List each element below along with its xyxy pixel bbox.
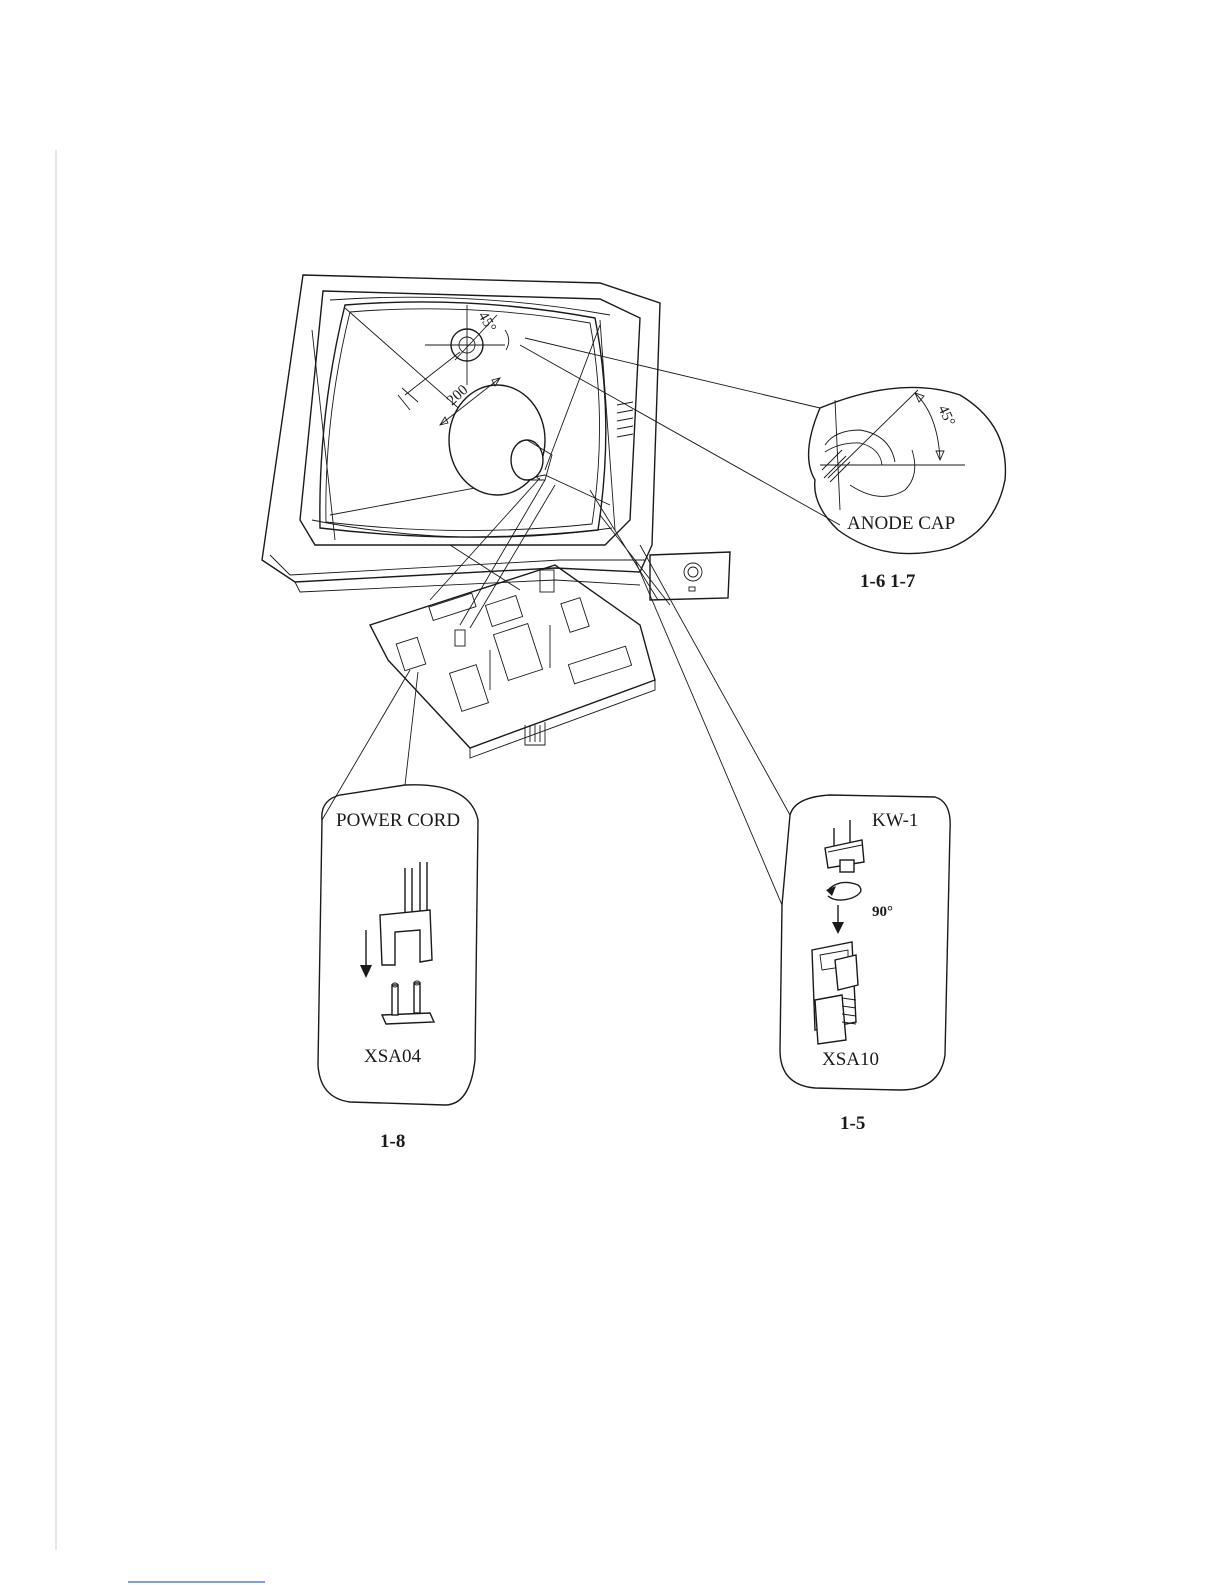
rotate-angle-label: 90°	[872, 904, 893, 920]
power-cord-callout: POWER CORD XSA04	[318, 670, 478, 1105]
xsa04-socket-icon	[382, 981, 434, 1024]
crt-neck	[511, 440, 543, 480]
tv-bottom-lip	[270, 555, 645, 575]
xsa04-label: XSA04	[364, 1046, 422, 1067]
power-plug-icon	[380, 862, 432, 965]
chassis-board	[370, 478, 670, 758]
crt-tv-rear: 200 45°	[262, 275, 730, 600]
step-anode: 1-6 1-7	[860, 571, 916, 592]
step-power: 1-8	[380, 1131, 405, 1152]
kw1-down-arrow-icon	[832, 905, 844, 934]
power-cord-label: POWER CORD	[336, 810, 460, 831]
kw1-label: KW-1	[872, 810, 918, 831]
rotate-arrow-icon	[826, 882, 861, 900]
xsa10-socket-icon	[812, 942, 858, 1044]
screen-angle-label: 45°	[475, 309, 499, 335]
zoom-angle-label: 45°	[934, 403, 957, 429]
step-connector: 1-5	[840, 1113, 865, 1134]
xsa10-label: XSA10	[822, 1049, 879, 1070]
anode-cap-label: ANODE CAP	[847, 513, 955, 534]
connector-callout: KW-1 90° XSA10	[635, 545, 950, 1090]
kw1-plug-icon	[825, 820, 864, 872]
connector-bubble	[780, 795, 950, 1090]
down-arrow-icon	[360, 930, 372, 978]
